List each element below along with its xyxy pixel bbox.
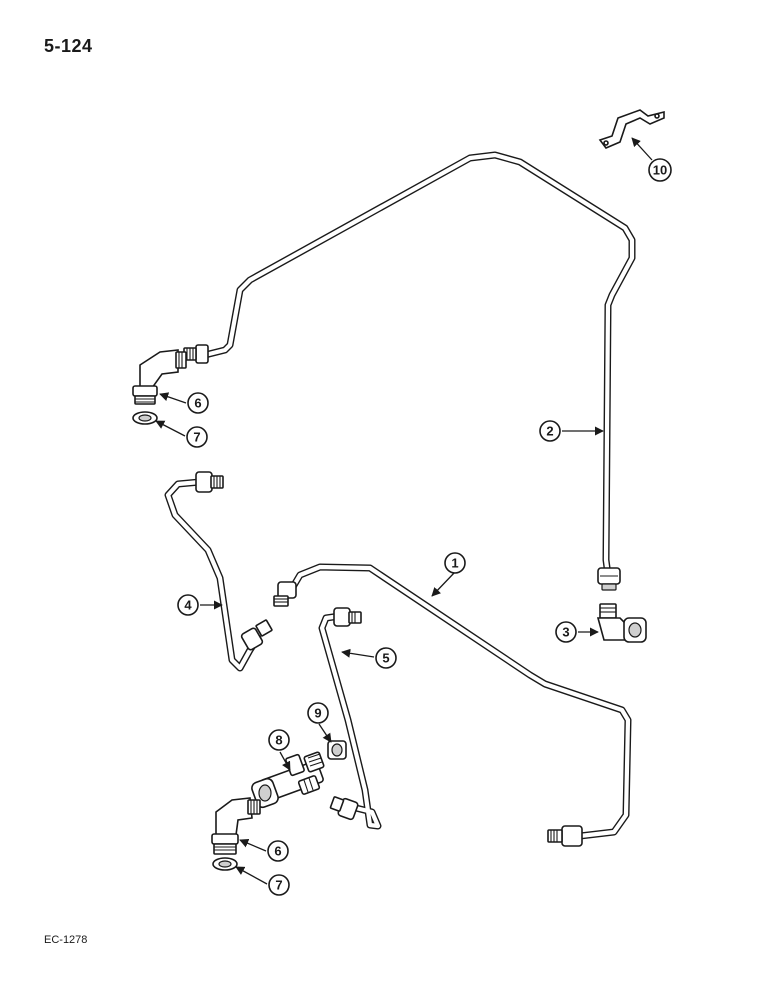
clamp-bracket-10 <box>598 109 665 149</box>
callout-7-upper-label: 7 <box>193 430 200 445</box>
callout-9-label: 9 <box>314 706 321 721</box>
callout-8-label: 8 <box>275 733 282 748</box>
tube-1-lower-nut <box>547 825 583 847</box>
callout-3: 3 <box>555 621 577 643</box>
callout-6-upper: 6 <box>187 392 209 414</box>
figure-code: EC-1278 <box>44 934 88 946</box>
callout-2-label: 2 <box>546 424 553 439</box>
callout-7-lower: 7 <box>268 874 290 896</box>
elbow-fitting-3 <box>596 603 647 643</box>
tube-2-left-nut <box>183 344 209 364</box>
callout-5: 5 <box>375 647 397 669</box>
callout-leaders <box>155 137 653 885</box>
callout-3-label: 3 <box>562 625 569 640</box>
callout-6-lower: 6 <box>267 840 289 862</box>
tee-fitting-8 <box>251 751 325 809</box>
tube-4 <box>164 471 273 672</box>
tube-5 <box>318 607 382 830</box>
seal-washer-lower <box>212 857 238 871</box>
callout-10: 10 <box>648 158 672 182</box>
callout-4-label: 4 <box>184 598 192 613</box>
tube-1 <box>273 563 632 847</box>
seal-washer-upper <box>132 411 158 425</box>
callout-6-lower-label: 6 <box>274 844 281 859</box>
tube-2 <box>183 151 636 591</box>
tube-1-upper-nut <box>273 581 297 607</box>
page-number: 5-124 <box>44 36 93 56</box>
cap-plug-9 <box>327 740 347 760</box>
elbow-fitting-lower <box>211 797 261 855</box>
callout-2: 2 <box>539 420 561 442</box>
callout-8: 8 <box>268 729 290 751</box>
callout-1-label: 1 <box>451 556 458 571</box>
callout-1: 1 <box>444 552 466 574</box>
callout-7-lower-label: 7 <box>275 878 282 893</box>
callout-7-upper: 7 <box>186 426 208 448</box>
tube-2-lower-nut <box>597 567 621 591</box>
callout-5-label: 5 <box>382 651 389 666</box>
callout-10-label: 10 <box>653 163 667 178</box>
callout-4: 4 <box>177 594 199 616</box>
callout-9: 9 <box>307 702 329 724</box>
elbow-fitting-upper <box>132 349 187 405</box>
callout-6-upper-label: 6 <box>194 396 201 411</box>
